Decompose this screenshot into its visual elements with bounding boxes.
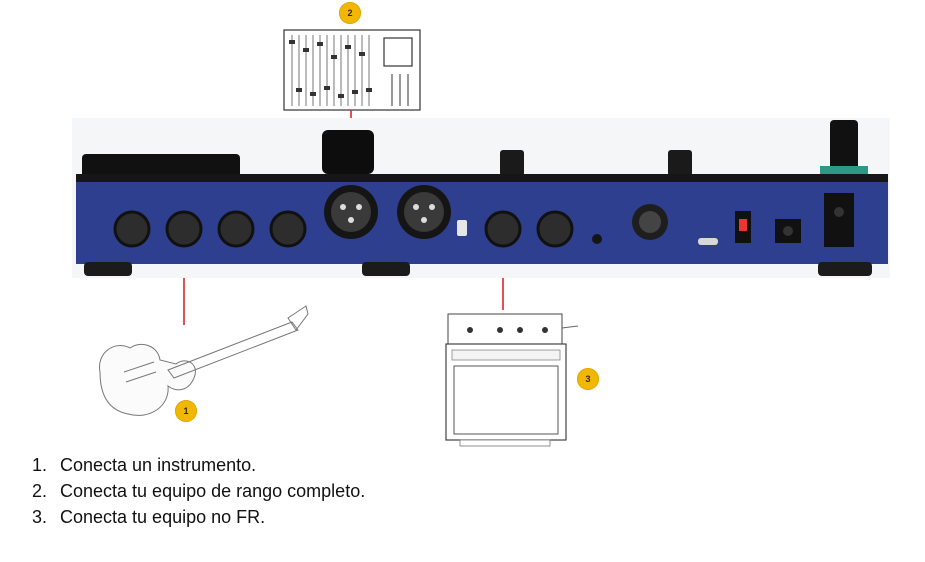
- amplifier-illustration: [445, 313, 579, 447]
- step-text: Conecta un instrumento.: [60, 455, 257, 475]
- badge-non-fr: 3: [577, 368, 599, 390]
- instruction-step: 1. Conecta un instrumento.: [32, 452, 365, 478]
- step-text: Conecta tu equipo no FR.: [60, 507, 266, 527]
- multi-effects-device: [72, 118, 890, 278]
- mixer-illustration: [283, 29, 421, 111]
- guitar-illustration: [99, 305, 309, 416]
- badge-instrument: 1: [175, 400, 197, 422]
- instruction-step: 2. Conecta tu equipo de rango completo.: [32, 478, 365, 504]
- step-number: 1.: [32, 455, 48, 475]
- step-number: 3.: [32, 507, 48, 527]
- step-number: 2.: [32, 481, 48, 501]
- instructions-list: 1. Conecta un instrumento. 2. Conecta tu e…: [32, 452, 365, 530]
- badge-full-range: 2: [339, 2, 361, 24]
- instruction-step: 3. Conecta tu equipo no FR.: [32, 504, 365, 530]
- step-text: Conecta tu equipo de rango completo.: [60, 481, 366, 501]
